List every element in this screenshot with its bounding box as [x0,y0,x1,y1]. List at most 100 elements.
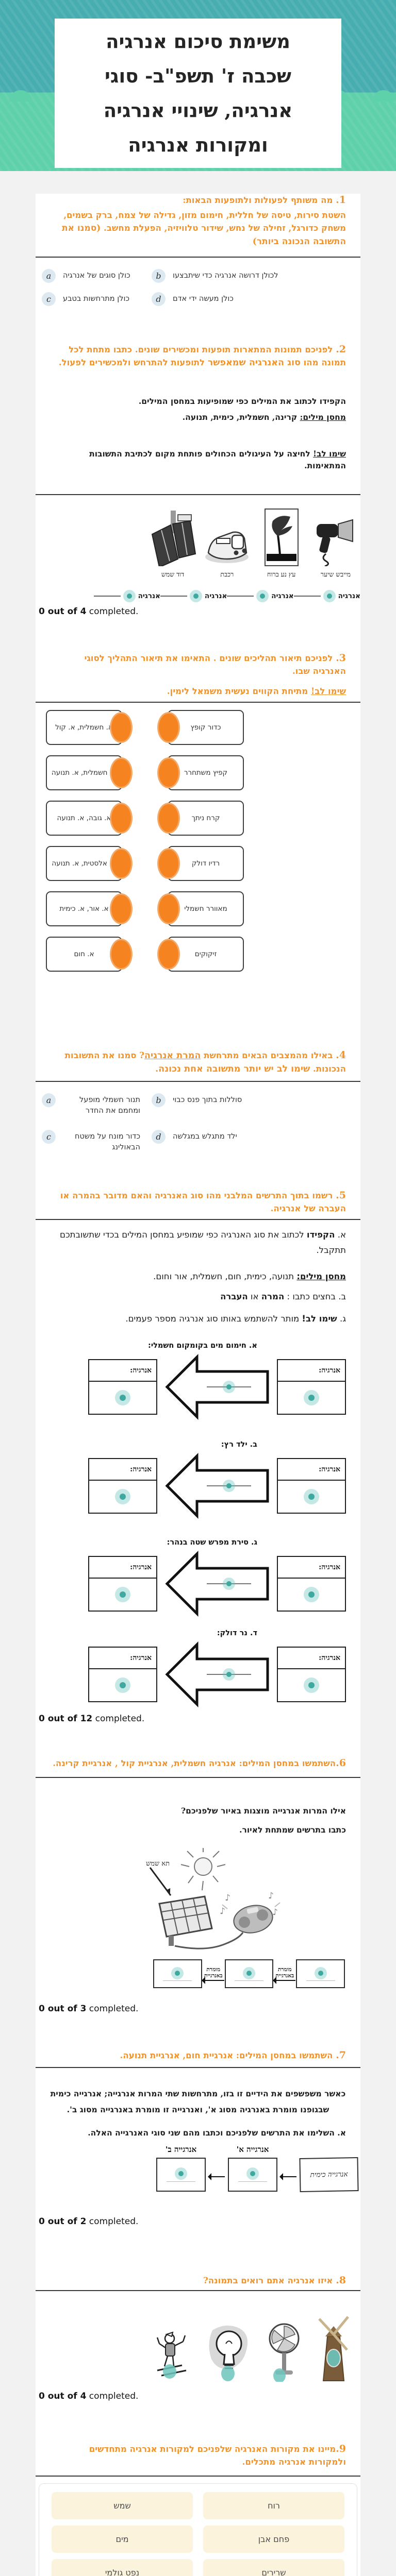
q5-diagram-d-title: ד. נר דולק: [217,1629,257,1637]
energy-box-source: אנרגיה: [277,1556,346,1612]
q7-number: 7. [336,2049,346,2061]
option-letter-bubble[interactable]: a [42,269,56,283]
chip-water[interactable]: מים [52,2526,193,2553]
q5-instruction-b: ב. בחצים כתבו : המרה או העברה [36,1291,360,1302]
match-answer-box[interactable]: א. גובה, א. תנועה [46,801,133,836]
match-answer-label: א. אור, א. כימית [59,905,109,913]
question-7: 7. השתמשו במחסן המילים: אנרגיית חום, אנר… [36,2049,360,2227]
connector-handle[interactable] [157,803,180,834]
connector-handle[interactable] [110,893,133,924]
connector-handle[interactable] [157,848,180,879]
q5-line-b: ב. בחצים כתבו : [284,1292,346,1301]
q4-option-c[interactable]: c כדור מונח על משטח הבאולינג [42,1130,147,1153]
q4-option-d[interactable]: d ילד מתגלש במגלשה [152,1130,355,1153]
answer-blank[interactable] [160,596,187,597]
q5-header: 5. רשמו בתוך התרשים המלבני מהו סוג האנרג… [36,1189,360,1215]
match-item-box[interactable]: קפיץ משתחרר [157,755,244,790]
connector-handle[interactable] [110,848,133,879]
match-item-box[interactable]: כדור קופץ [157,710,244,745]
answer-hotspot[interactable] [304,1677,319,1693]
energy-chain-box-1 [296,1959,345,1988]
q1-option-d[interactable]: d כולן מעשה ידי אדם [152,292,355,306]
answer-hotspot[interactable] [323,590,336,602]
windmill-image [318,2316,349,2381]
connector-handle[interactable] [110,757,133,788]
option-letter-bubble[interactable]: d [152,1130,166,1144]
q1-option-a[interactable]: a כולן סוגים של אנרגיה [42,269,147,283]
option-letter-bubble[interactable]: c [42,1130,56,1144]
answer-hotspot[interactable] [223,1381,235,1393]
match-answer-box[interactable]: א. חום [46,937,133,972]
q4-header-underline: המרת אנרגיה [144,1050,201,1061]
match-item-box[interactable]: רדיו דולק [157,846,244,881]
answer-hotspot[interactable] [223,1480,235,1492]
match-item-box[interactable]: זיקוקים [157,937,244,972]
option-label: כדור מונח על משטח הבאולינג [75,1132,140,1151]
q8-progress: 0 out of 4 completed. [36,2391,360,2401]
option-label: כולן סוגים של אנרגיה [63,272,130,280]
option-letter-bubble[interactable]: a [42,1093,56,1107]
q4-option-b[interactable]: b סוללות בתוך פנס כבוי [152,1093,355,1116]
option-letter-bubble[interactable]: b [152,269,166,283]
page-title-line: ומקורות אנרגיה [128,133,268,156]
answer-blank[interactable] [227,596,254,597]
match-answer-box[interactable]: א. אור, א. כימית [46,891,133,926]
q1-option-c[interactable]: c כולן מתרחשות בטבע [42,292,147,306]
option-letter-bubble[interactable]: c [42,292,56,306]
chip-coal[interactable]: פחם אבן [203,2526,344,2553]
answer-blank[interactable] [293,596,321,597]
answer-hotspot[interactable] [246,2167,259,2180]
answer-hotspot[interactable] [171,1967,184,1979]
connector-handle[interactable] [157,939,180,970]
option-letter-bubble[interactable]: b [152,1093,166,1107]
match-answer-label: א. חשמלית, א. קול [55,723,113,732]
answer-hotspot[interactable] [304,1390,319,1405]
answer-hotspot[interactable] [223,1578,235,1590]
match-item-box[interactable]: מאוורר חשמלי [157,891,244,926]
question-8: 8. איזו אנרגיה אתם רואים בתמונה? [36,2274,360,2401]
match-answer-box[interactable]: א. חשמלית, א. קול [46,710,133,745]
chip-wind[interactable]: רוח [203,2492,344,2519]
connector-handle[interactable] [157,712,180,743]
left-arrow-icon [279,2173,296,2180]
chip-sun[interactable]: שמש [52,2492,193,2519]
page-title-line: אנרגיה, שינויי אנרגיה [103,99,293,122]
connector-handle[interactable] [157,757,180,788]
answer-hotspot[interactable] [115,1390,130,1405]
answer-hotspot[interactable] [223,1668,235,1681]
answer-hotspot[interactable] [115,1489,130,1504]
answer-label: אנרגיה [204,592,227,600]
match-item-label: כדור קופץ [190,723,221,732]
answer-hotspot[interactable] [304,1587,319,1602]
q9-chip-bank: רוח שמש פחם אבן מים שרירים נפט גולמי גז … [39,2483,357,2576]
connector-handle[interactable] [110,803,133,834]
answer-hotspot[interactable] [115,1587,130,1602]
match-answer-box[interactable]: א. אלסטית, א. תנועה [46,846,133,881]
answer-hotspot[interactable] [115,1677,130,1693]
answer-hotspot[interactable] [175,2167,187,2180]
connector-handle[interactable] [110,712,133,743]
q5-diagram-b-title: ב. ילד רץ: [221,1440,257,1449]
match-answer-box[interactable]: א. חשמלית, א. תנועה [46,755,133,790]
energy-chain-box-3 [153,1959,202,1988]
q7-paragraph: כאשר משפשפים את הידיים זו בזו, מתרחשות ש… [50,2089,346,2114]
q7-header: 7. השתמשו במחסן המילים: אנרגיית חום, אנר… [36,2049,360,2062]
q4-header-bold: שימו לב יש יותר מתשובה אחת נכונה. [155,1064,310,1074]
answer-underline [306,1980,335,1981]
answer-hotspot[interactable] [314,1967,327,1979]
answer-hotspot[interactable] [123,590,136,602]
answer-hotspot[interactable] [189,590,202,602]
connector-handle[interactable] [110,939,133,970]
chip-muscles[interactable]: שרירים [203,2559,344,2576]
q4-option-a[interactable]: a תנור חשמלי מופעל ומחמם את החדר [42,1093,147,1116]
answer-blank[interactable] [93,596,121,597]
connector-handle[interactable] [157,893,180,924]
option-letter-bubble[interactable]: d [152,292,166,306]
page-title-line: משימת סיכום אנרגיה [106,30,290,53]
q1-option-b[interactable]: b לכולן דרושה אנרגיה כדי שיתבצעו [152,269,355,283]
answer-hotspot[interactable] [243,1967,255,1979]
answer-hotspot[interactable] [256,590,269,602]
answer-hotspot[interactable] [304,1489,319,1504]
match-item-box[interactable]: קרח ניתך [157,801,244,836]
chip-crude-oil[interactable]: נפט גולמי [52,2559,193,2576]
